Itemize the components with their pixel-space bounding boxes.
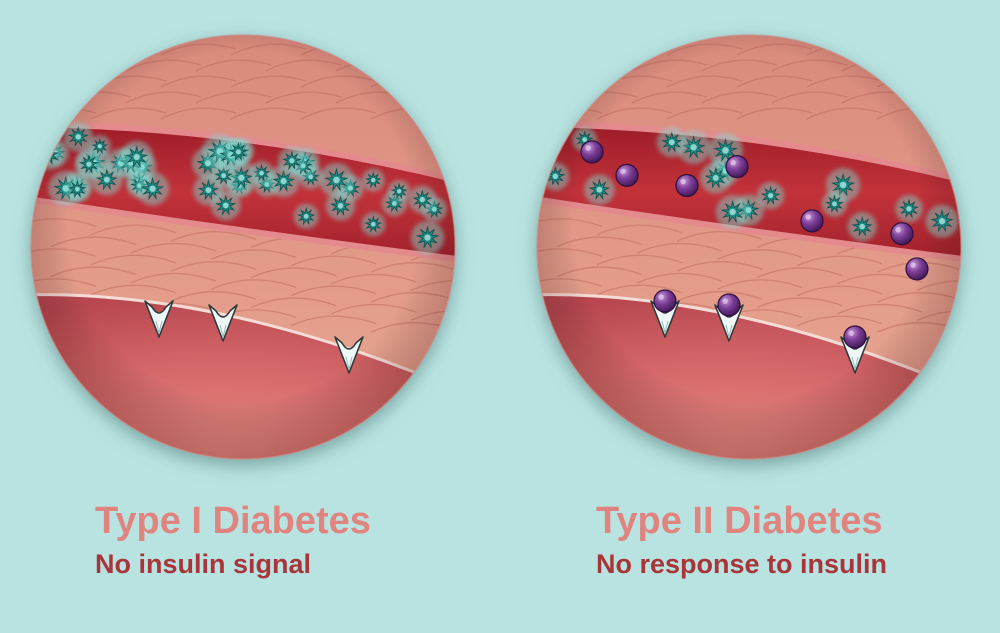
- glucose-molecule: [64, 176, 91, 202]
- glucose-molecule: [700, 162, 732, 194]
- type2-subtitle: No response to insulin: [596, 549, 888, 579]
- type1-title: Type I Diabetes: [95, 500, 371, 542]
- glucose-molecule: [278, 146, 306, 175]
- glucose-molecule: [224, 138, 252, 166]
- type1-magnified-view: [30, 34, 456, 460]
- type2-magnified-view: [536, 34, 962, 460]
- glucose-molecule: [33, 139, 64, 170]
- glucose-molecule: [361, 168, 385, 192]
- glucose-molecule: [325, 191, 356, 221]
- glucose-molecule: [319, 162, 354, 198]
- glucose-molecule: [75, 150, 103, 179]
- insulin-molecule: [890, 222, 914, 246]
- glucose-molecule: [410, 220, 445, 255]
- insulin-receptor: [208, 304, 238, 342]
- glucose-molecule: [387, 179, 411, 203]
- insulin-molecule: [905, 257, 929, 281]
- glucose-molecule: [293, 203, 319, 229]
- insulin-receptor: [144, 300, 174, 338]
- type1-subtitle: No insulin signal: [95, 549, 312, 579]
- insulin-molecule: [717, 293, 741, 317]
- glucose-molecule: [656, 127, 687, 158]
- glucose-molecule: [895, 194, 923, 223]
- insulin-molecule: [653, 289, 677, 313]
- glucose-molecule: [821, 191, 848, 217]
- type2-title: Type II Diabetes: [596, 500, 883, 542]
- glucose-molecule: [135, 172, 170, 206]
- insulin-molecule: [725, 155, 749, 179]
- insulin-molecule: [615, 163, 639, 187]
- insulin-molecule: [800, 209, 824, 233]
- glucose-molecule: [925, 204, 959, 238]
- glucose-molecule: [756, 181, 785, 210]
- glucose-molecule: [847, 211, 877, 242]
- glucose-molecule: [120, 140, 154, 174]
- glucose-molecule: [210, 190, 241, 221]
- insulin-molecule: [675, 173, 699, 198]
- insulin-receptor: [334, 336, 364, 374]
- glucose-molecule: [408, 185, 437, 214]
- insulin-molecule: [580, 140, 604, 164]
- glucose-molecule: [715, 195, 750, 229]
- glucose-molecule: [63, 122, 93, 152]
- glucose-molecule: [361, 212, 386, 237]
- insulin-molecule: [843, 325, 867, 349]
- glucose-molecule: [583, 174, 615, 206]
